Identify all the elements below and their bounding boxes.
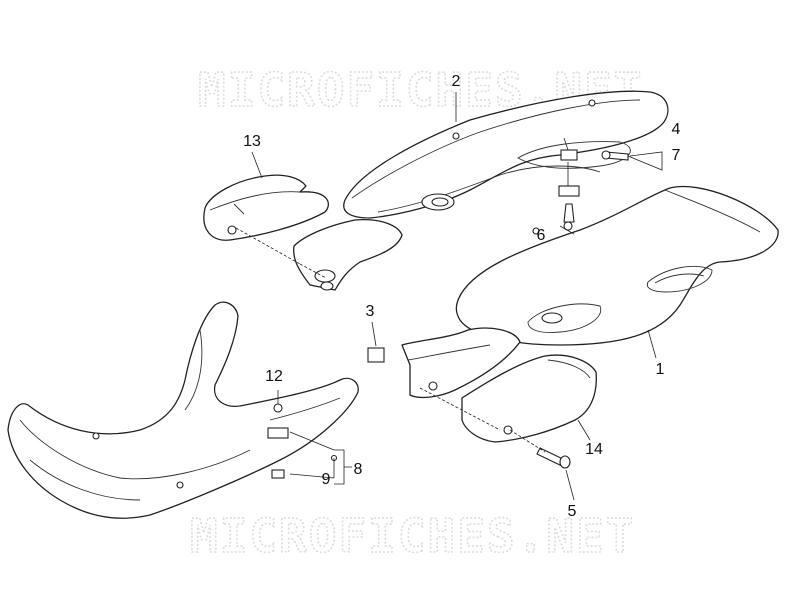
- callout-14: 14: [585, 441, 603, 458]
- part-12-bolt: [273, 403, 283, 413]
- part-7-screw: [601, 150, 629, 161]
- callout-3: 3: [366, 303, 375, 320]
- floor-panel: [7, 301, 359, 519]
- part-4-clip-nut: [560, 149, 578, 161]
- callout-7: 7: [672, 147, 681, 164]
- callout-6: 6: [537, 227, 546, 244]
- rear-bracket: [293, 219, 403, 291]
- part-6-screw: [558, 185, 580, 231]
- part-2-upper-cover: [343, 90, 669, 219]
- leader-lines: [235, 92, 663, 501]
- callout-1: 1: [656, 361, 665, 378]
- callout-5: 5: [568, 503, 577, 520]
- callout-2: 2: [452, 73, 461, 90]
- part-13-rear-cap: [203, 174, 329, 241]
- callout-4: 4: [672, 121, 681, 138]
- callout-8: 8: [354, 461, 363, 478]
- part-1-side-panel: [455, 185, 779, 346]
- callout-12: 12: [265, 368, 283, 385]
- part-1-lower-extension: [401, 327, 521, 399]
- part-5-screw: [536, 447, 571, 469]
- part-14-lower-trim: [461, 354, 597, 443]
- callout-13: 13: [243, 133, 261, 150]
- watermark-bottom: MICROFICHES.NET: [190, 509, 635, 563]
- callout-9: 9: [322, 471, 331, 488]
- part-3-clip: [367, 347, 385, 363]
